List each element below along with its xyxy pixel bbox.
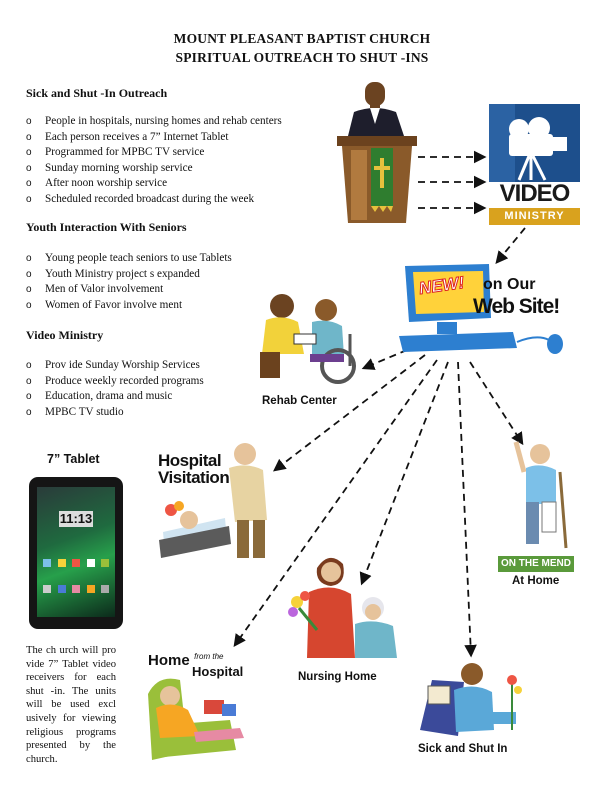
- list-item: Programmed for MPBC TV service: [26, 145, 282, 161]
- video-ministry-logo: VIDEO MINISTRY: [489, 104, 580, 226]
- arrow-web-to-nursing: [359, 361, 449, 586]
- arrow-web-to-sick: [457, 361, 477, 658]
- list-item: Scheduled recorded broadcast during the …: [26, 192, 282, 208]
- header-line1: MOUNT PLEASANT BAPTIST CHURCH: [173, 31, 431, 46]
- reading-man-icon: [420, 663, 522, 736]
- from-the-word: from the: [194, 652, 224, 661]
- hospital-visitation-line1: Hospital: [158, 451, 222, 470]
- list-item: Sunday morning worship service: [26, 161, 282, 177]
- web-site-text: Web Site!: [473, 295, 560, 318]
- home-recliner-icon: [148, 678, 244, 760]
- on-the-mend-banner: ON THE MEND: [498, 556, 574, 572]
- computer-monitor-icon: [399, 264, 563, 354]
- home-word: Home: [148, 652, 190, 669]
- list-item: Education, drama and music: [26, 389, 204, 405]
- tablet-screen: 11:13: [37, 487, 115, 617]
- list-item: After noon worship service: [26, 176, 282, 192]
- hospital-word: Hospital: [192, 664, 244, 679]
- tablet-clock: 11:13: [59, 511, 93, 527]
- tablet-heading: 7” Tablet: [47, 452, 100, 466]
- on-crutches-icon: [513, 441, 568, 549]
- list-item: Young people teach seniors to use Tablet…: [26, 251, 232, 267]
- list-item: Youth Ministry project s expanded: [26, 267, 232, 283]
- section-sick-shut-in-heading: Sick and Shut -In Outreach: [26, 86, 168, 100]
- list-item: People in hospitals, nursing homes and r…: [26, 114, 282, 130]
- list-item: Men of Valor involvement: [26, 282, 232, 298]
- hospital-visitation-line2: Visitation: [158, 468, 230, 487]
- list-item: Produce weekly recorded programs: [26, 374, 204, 390]
- section-video-ministry-list: Prov ide Sunday Worship Services Produce…: [26, 358, 204, 420]
- list-item: Prov ide Sunday Worship Services: [26, 358, 204, 374]
- section-sick-shut-in-list: People in hospitals, nursing homes and r…: [26, 114, 282, 208]
- at-home-label: At Home: [512, 575, 560, 587]
- list-item: MPBC TV studio: [26, 405, 204, 421]
- tablet-description: The ch urch will pro vide 7” Tablet vide…: [26, 645, 116, 765]
- hospital-bed-icon: [159, 443, 267, 558]
- section-youth-heading: Youth Interaction With Seniors: [26, 220, 187, 234]
- nursing-visit-icon: [288, 557, 397, 658]
- arrow-video-to-web: [495, 227, 526, 264]
- hospital-visitation-title: Hospital Visitation: [158, 451, 230, 487]
- on-our-text: on Our: [483, 276, 536, 293]
- nursing-home-label: Nursing Home: [298, 671, 377, 683]
- arrow-web-to-hospital: [273, 354, 426, 472]
- ministry-banner: MINISTRY: [489, 208, 580, 225]
- header-line2: SPIRITUAL OUTREACH TO SHUT -INS: [175, 50, 429, 65]
- section-youth-list: Young people teach seniors to use Tablet…: [26, 251, 232, 313]
- list-item: Each person receives a 7” Internet Table…: [26, 130, 282, 146]
- rehab-wheelchair-icon: [260, 294, 356, 384]
- sick-shut-in-label: Sick and Shut In: [418, 743, 508, 755]
- video-ministry-title: VIDEO: [499, 180, 571, 207]
- tablet-app-row: [43, 559, 109, 569]
- video-ministry-camera-icon: [489, 104, 580, 182]
- list-item: Women of Favor involve ment: [26, 298, 232, 314]
- tablet-device-icon: 11:13: [29, 477, 123, 629]
- pastor-pulpit-icon: [337, 82, 417, 223]
- arrow-web-to-rehab: [361, 349, 408, 370]
- arrow-web-to-home: [233, 359, 438, 648]
- arrow-web-to-athome: [469, 361, 524, 446]
- tablet-dock-row: [43, 585, 109, 595]
- home-from-hospital-title: Home from the Hospital: [148, 652, 243, 679]
- section-video-ministry-heading: Video Ministry: [26, 328, 104, 342]
- rehab-center-label: Rehab Center: [262, 395, 337, 407]
- web-site-graphic: NEW! on Our Web Site!: [397, 262, 581, 358]
